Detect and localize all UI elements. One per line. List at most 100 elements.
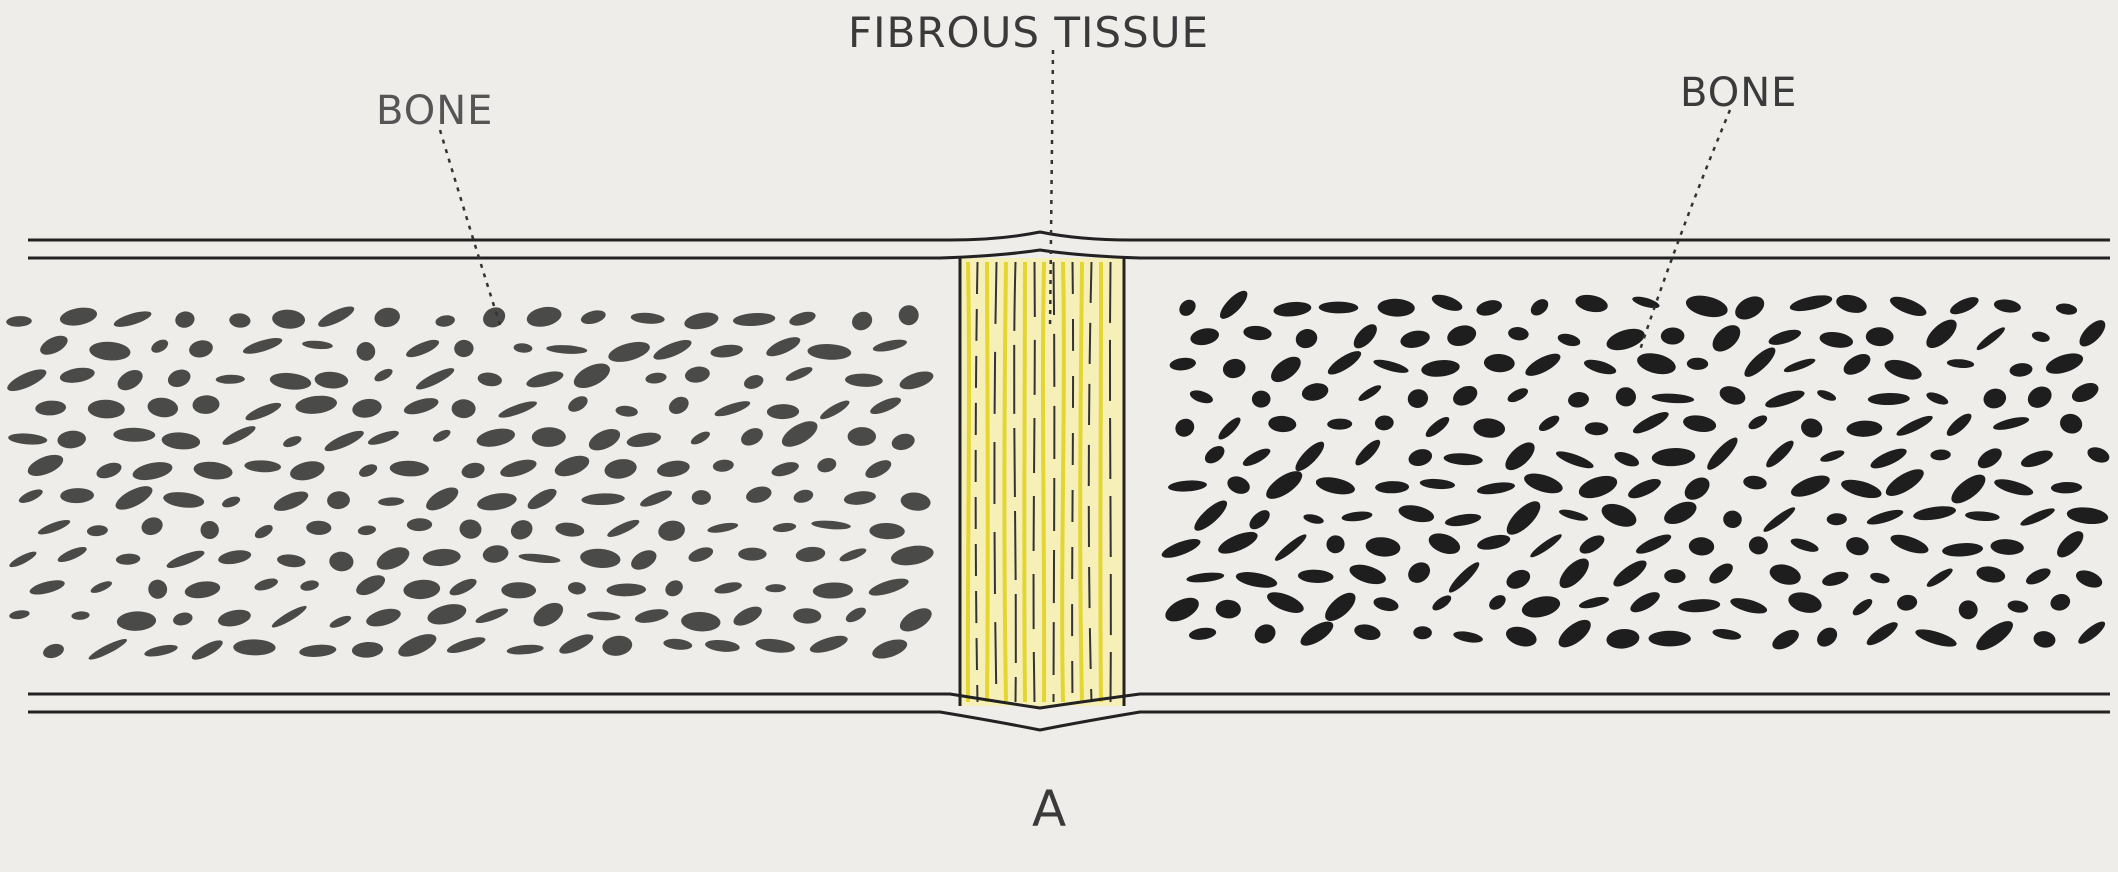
bone-cell [1822,571,1849,586]
fiber-strand [1022,261,1027,703]
bone-cell [1946,359,1975,369]
bone-cell [1788,592,1822,613]
periosteum-lines [28,230,2110,732]
bone-cell [1958,600,1978,620]
bone-cell [2033,631,2056,648]
bone-cell [1926,568,1953,587]
bone-cell [189,340,213,358]
bone-cell [2020,450,2053,468]
bone-cell [366,608,401,627]
bone-cell [2078,621,2106,644]
bone-cell [744,375,764,389]
leader-bone-right [1638,109,1732,351]
bone-cell [1568,392,1589,408]
bone-cell [580,548,621,569]
bone-cell [1790,538,1819,552]
bone-cell [500,459,537,477]
bone-cell [1866,622,1898,646]
bone-cell [1606,328,1645,351]
bone-cell [327,491,350,510]
fiber-strand [985,261,990,703]
bone-cell [374,368,393,382]
bone-cell [1660,327,1685,345]
fiber-strand [1108,261,1112,703]
bone-cell [1630,592,1660,613]
bone-cell [865,460,892,479]
bone-cell [217,609,251,627]
bone-cell [193,461,233,480]
bone-cell [898,305,919,326]
bone-cell [1789,295,1833,312]
bone-cell [378,497,405,506]
bone-cell [1994,479,2034,496]
bone-cell [398,634,437,657]
bone-cell [1950,297,1979,315]
bone-cell [9,551,37,568]
bone-cell [1432,595,1452,611]
bone-cell [2031,331,2050,342]
bone-cell [681,611,721,632]
bone-cell [2079,320,2106,347]
bone-cell [37,519,71,535]
bone-cell [1601,503,1637,527]
bone-cell [1743,475,1767,490]
bone-cell [245,402,282,421]
bone-cell [1884,359,1922,380]
bone-cell [59,367,95,383]
fiber-strand [974,261,979,703]
bone-cell [2075,570,2103,588]
bone-cell [1946,413,1972,437]
bone-cell [277,554,306,568]
bone-cell [1783,358,1816,373]
bone-cell [1194,500,1228,531]
bone-cell [1218,531,1258,554]
fiber-strand [1002,261,1008,703]
bone-cell [1398,505,1435,523]
bone-cell [222,496,241,508]
bone-cell [581,493,625,506]
bone-cell [732,312,776,327]
bone-cell [132,462,173,481]
bone-cell [657,460,690,477]
bone-cell [1578,596,1610,609]
bone-cell [795,546,826,562]
bone-cell [685,366,710,383]
bone-cell [1189,627,1217,640]
bone-cell [2026,568,2051,585]
bone-cell [568,396,588,412]
bone-cell [376,547,410,570]
bone-cell [868,578,909,596]
bone-cell [1243,325,1272,341]
bone-cell [244,460,281,473]
bone-cell [1235,572,1278,588]
bone-cell [374,307,400,328]
bone-cell [1719,386,1746,405]
fiber-strand [965,261,971,703]
bone-cell [2027,386,2052,408]
bone-cell [1651,448,1696,467]
bone-cell [1530,299,1549,316]
bone-cell [1867,392,1910,406]
bone-cell [812,582,853,599]
bone-cell [2057,531,2084,558]
bone-cell [555,522,585,537]
bone-cell [1819,331,1854,348]
bone-cell [1846,537,1869,556]
bone-cell [1179,299,1196,316]
bone-cell [738,547,767,561]
bone-cell [1976,621,2013,651]
bone-cell [1965,511,2000,522]
bone-cell [1325,592,1356,622]
fiber-strand [1052,261,1056,703]
bone-cell [86,525,108,537]
bone-cell [318,306,355,327]
bone-cell [1768,329,1802,345]
fiber-strand [1060,261,1066,703]
bone-cell [7,369,47,392]
bone-cell [1688,537,1715,556]
bone-cell [148,579,168,599]
bone-cell [222,426,256,445]
bone-cell [781,421,818,447]
bone-cell [435,315,455,327]
bone-cell [1506,501,1541,535]
